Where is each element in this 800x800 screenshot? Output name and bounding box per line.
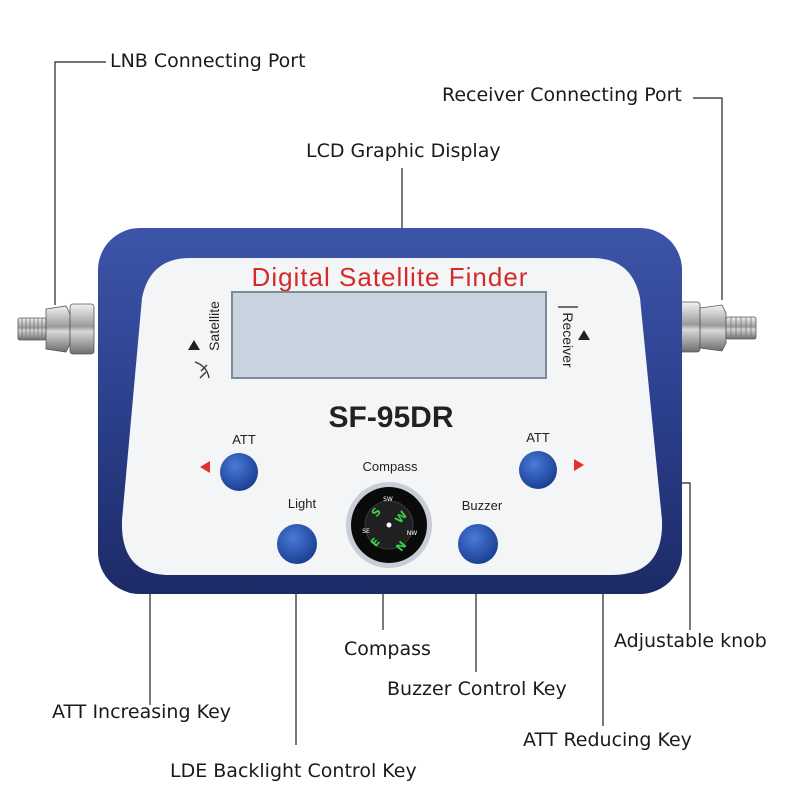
- callout-compass: Compass: [344, 638, 431, 660]
- satellite-label: Satellite: [206, 301, 222, 351]
- callout-lcd: LCD Graphic Display: [306, 140, 501, 162]
- compass-nw: NW: [407, 530, 417, 537]
- receiver-connector[interactable]: [677, 301, 757, 353]
- satellite-arrow-icon: [188, 340, 200, 350]
- leader-knob: [680, 482, 691, 630]
- satellite-side: Satellite: [188, 301, 222, 379]
- satellite-dish-icon: [194, 361, 210, 379]
- callout-backlight-key: LDE Backlight Control Key: [170, 760, 417, 782]
- leader-receiver: [693, 97, 723, 300]
- buzzer-label: Buzzer: [462, 498, 503, 513]
- callout-adjustable-knob: Adjustable knob: [614, 630, 767, 652]
- callout-att-increasing: ATT Increasing Key: [52, 701, 232, 723]
- receiver-label: Receiver: [560, 312, 576, 368]
- compass-dial: N E S W SW NW SE: [346, 482, 432, 568]
- callout-att-reducing: ATT Reducing Key: [523, 729, 692, 751]
- light-button[interactable]: [277, 524, 317, 564]
- att-reduce-button[interactable]: [519, 451, 557, 489]
- att-left-label: ATT: [232, 432, 256, 447]
- compass-se: SE: [362, 528, 370, 535]
- model-name: SF-95DR: [328, 401, 453, 434]
- device-header: Digital Satellite Finder: [252, 262, 529, 292]
- leader-lnb: [54, 61, 106, 305]
- light-label: Light: [288, 496, 317, 511]
- receiver-side: Receiver: [558, 306, 590, 368]
- callout-buzzer-key: Buzzer Control Key: [387, 678, 567, 700]
- right-arrow-icon: [574, 459, 584, 471]
- att-right-label: ATT: [526, 430, 550, 445]
- compass-label: Compass: [363, 459, 418, 474]
- callout-receiver-port: Receiver Connecting Port: [442, 84, 682, 106]
- att-increase-button[interactable]: [220, 453, 258, 491]
- lcd-display: [231, 291, 547, 379]
- buzzer-button[interactable]: [458, 524, 498, 564]
- lnb-connector[interactable]: [17, 303, 95, 355]
- receiver-arrow-icon: [578, 330, 590, 340]
- compass-sw: SW: [383, 496, 393, 503]
- callout-lnb-port: LNB Connecting Port: [110, 50, 306, 72]
- left-arrow-icon: [200, 461, 210, 473]
